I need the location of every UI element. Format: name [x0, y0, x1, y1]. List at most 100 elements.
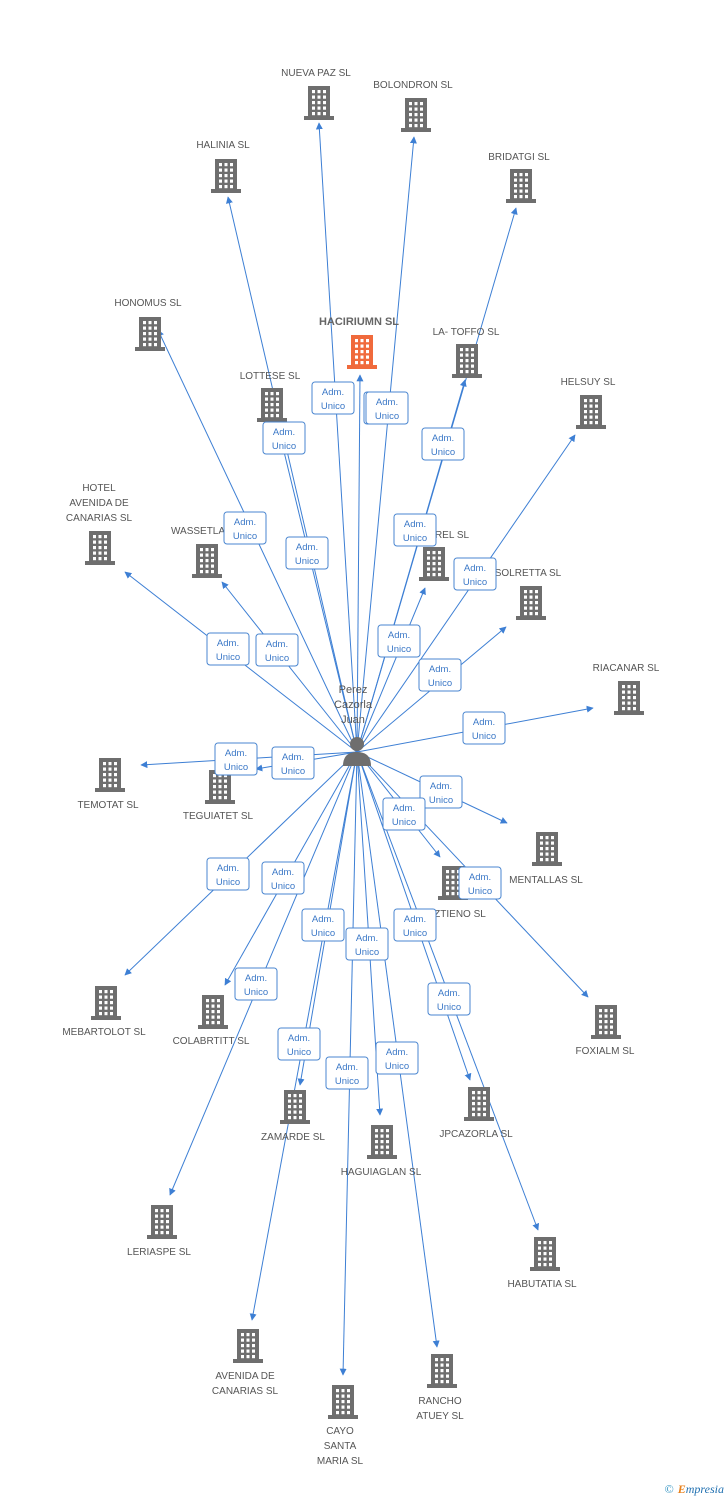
building-icon-zamarde[interactable]	[280, 1090, 310, 1124]
edge-label-role: Adm.	[404, 519, 426, 530]
edge-label-ztieno[interactable]: Adm. Unico	[382, 797, 426, 831]
building-icon-wassetla[interactable]	[192, 544, 222, 578]
edge-label-bridatgi[interactable]: Adm.Unico	[421, 427, 465, 461]
edge-label-role: Adm.	[404, 914, 426, 925]
edge-label-main-company[interactable]: Adm.Unico	[365, 391, 409, 425]
company-label-nueva-paz: NUEVA PAZ SL	[281, 68, 351, 79]
copyright-symbol: ©	[664, 1482, 674, 1496]
edge-label-helsuy[interactable]: Adm.Unico	[453, 557, 497, 591]
brand-initial: E	[677, 1482, 686, 1496]
brand-footer[interactable]: ©Empresia	[665, 1482, 724, 1497]
company-label-riacanar-line: RIACANAR SL	[593, 663, 660, 674]
edge-label-honomus[interactable]: Adm.Unico	[223, 511, 267, 545]
edge-label-type: Unico	[224, 762, 248, 773]
edge-label-hotel-avenida[interactable]: Adm.Unico	[206, 632, 250, 666]
edge-label-type: Unico	[281, 766, 305, 777]
company-label-leriaspe-line: LERIASPE SL	[127, 1247, 191, 1258]
company-label-halinia: HALINIA SL	[196, 140, 250, 151]
edge-label-rancho-atuey[interactable]: Adm. Unico	[375, 1041, 419, 1075]
building-icon-foxialm[interactable]	[591, 1005, 621, 1039]
edge-label-mebartolot[interactable]: Adm. Unico	[206, 857, 250, 891]
building-icon-colabrtitt[interactable]	[198, 995, 228, 1029]
edge-label-role: Adm.	[430, 781, 452, 792]
building-icon-honomus[interactable]	[135, 317, 165, 351]
edge-label-type: Unico	[233, 531, 257, 542]
edge-label-type: Unico	[216, 877, 240, 888]
person-icon[interactable]	[343, 737, 371, 766]
edge-label-nueva-paz[interactable]: Adm.Unico	[311, 381, 355, 415]
edge-label-rel[interactable]: Adm. Unico	[377, 624, 421, 658]
edge-label-zamarde[interactable]: Adm.Unico	[301, 908, 345, 942]
edge-label-haguiaglan[interactable]: Adm.Unico	[345, 927, 389, 961]
edge-label-type: Unico	[385, 1061, 409, 1072]
building-icon-leriaspe[interactable]	[147, 1205, 177, 1239]
edge-label-teguiatet[interactable]: Adm. Unico	[271, 746, 315, 780]
company-label-riacanar: RIACANAR SL	[593, 663, 660, 674]
building-icon-bolondron[interactable]	[401, 98, 431, 132]
edge-label-riacanar[interactable]: Adm.Unico	[462, 711, 506, 745]
building-icon-jpcazorla[interactable]	[464, 1087, 494, 1121]
edge-label-type: Unico	[295, 556, 319, 567]
company-label-zamarde: ZAMARDE SL	[261, 1132, 325, 1143]
edge-label-role: Adm.	[282, 752, 304, 763]
edge-label-role: Adm.	[386, 1047, 408, 1058]
building-icon-halinia[interactable]	[211, 159, 241, 193]
building-icon-helsuy[interactable]	[576, 395, 606, 429]
building-icon-rel[interactable]	[419, 547, 449, 581]
building-icon-avenida-canarias[interactable]	[233, 1329, 263, 1363]
edge-label-foxialm[interactable]: Adm.Unico	[458, 866, 502, 900]
building-icon-haguiaglan[interactable]	[367, 1125, 397, 1159]
brand-name: mpresia	[685, 1482, 724, 1496]
edge-label-type: Unico	[429, 795, 453, 806]
edge-label-solretta[interactable]: Adm.Unico	[418, 658, 462, 692]
building-icon-rancho-atuey[interactable]	[427, 1354, 457, 1388]
edge-label-colabrtitt[interactable]: Adm.Unico	[261, 861, 305, 895]
company-label-ztieno-line: ZTIENO SL	[434, 909, 486, 920]
edge-label-role: Adm.	[336, 1062, 358, 1073]
edge-label-type: Unico	[216, 652, 240, 663]
edge-label-la-toffo[interactable]: Adm.Unico	[393, 513, 437, 547]
building-icon-teguiatet[interactable]	[205, 770, 235, 804]
building-icon-nueva-paz[interactable]	[304, 86, 334, 120]
edge-label-role: Adm.	[266, 639, 288, 650]
edge-lottese	[276, 426, 358, 753]
edge-label-role: Adm.	[393, 803, 415, 814]
edge-label-role: Adm.	[217, 863, 239, 874]
edge-label-temotat[interactable]: Adm.Unico	[214, 742, 258, 776]
building-icon-habutatia[interactable]	[530, 1237, 560, 1271]
building-icon-lottese[interactable]	[257, 388, 287, 422]
edge-label-type: Unico	[244, 987, 268, 998]
edge-label-leriaspe[interactable]: Adm.Unico	[234, 967, 278, 1001]
building-icon-hotel-avenida[interactable]	[85, 531, 115, 565]
edge-label-avenida-canarias[interactable]: Adm.Unico	[277, 1027, 321, 1061]
building-icon-temotat[interactable]	[95, 758, 125, 792]
building-icon-solretta[interactable]	[516, 586, 546, 620]
company-label-honomus-line: HONOMUS SL	[114, 298, 182, 309]
main-company-label: HACIRIUMN SL	[319, 316, 399, 328]
edge-label-cayo-santa-maria[interactable]: Adm.Unico	[325, 1056, 369, 1090]
building-icon-mebartolot[interactable]	[91, 986, 121, 1020]
edge-label-halinia[interactable]: Adm.Unico	[262, 421, 306, 455]
building-icon-la-toffo[interactable]	[452, 344, 482, 378]
edge-label-type: Unico	[392, 817, 416, 828]
building-icon-bridatgi[interactable]	[506, 169, 536, 203]
company-label-hotel-avenida-line: AVENIDA DE	[69, 498, 129, 509]
edge-label-type: Unico	[387, 644, 411, 655]
company-label-temotat: TEMOTAT SL	[77, 800, 139, 811]
edge-label-role: Adm.	[388, 630, 410, 641]
company-label-halinia-line: HALINIA SL	[196, 140, 250, 151]
building-icon-riacanar[interactable]	[614, 681, 644, 715]
edge-label-mentallas[interactable]: Adm. Unico	[419, 775, 463, 809]
building-icon-highlight[interactable]	[347, 335, 377, 369]
edge-label-wassetla[interactable]: Adm.Unico	[255, 633, 299, 667]
edge-label-jpcazorla[interactable]: Adm.Unico	[393, 908, 437, 942]
building-icon-cayo-santa-maria[interactable]	[328, 1385, 358, 1419]
edge-label-type: Unico	[375, 411, 399, 422]
edge-label-lottese[interactable]: Adm.Unico	[285, 536, 329, 570]
edge-label-habutatia[interactable]: Adm.Unico	[427, 982, 471, 1016]
company-label-cayo-santa-maria-line: CAYO	[326, 1426, 354, 1437]
company-label-jpcazorla: JPCAZORLA SL	[439, 1129, 513, 1140]
building-icon-mentallas[interactable]	[532, 832, 562, 866]
person-label-line: Perez	[339, 684, 368, 696]
